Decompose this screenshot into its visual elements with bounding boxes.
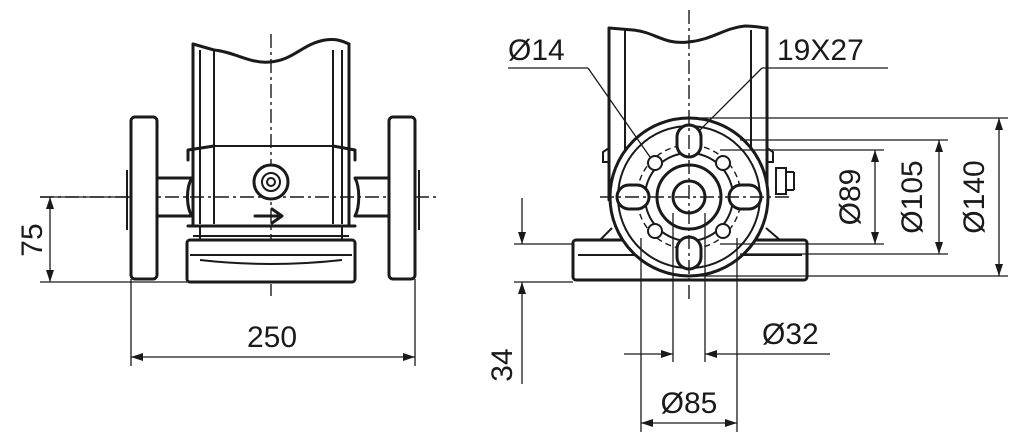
side-column [602,24,795,202]
dim-dia-89: Ø89 [720,149,884,245]
label-dia-85: Ø85 [661,387,718,420]
gearbox-body [186,144,357,240]
leader-dia-14: Ø14 [508,34,651,158]
side-bolt [775,167,787,195]
label-250: 250 [247,321,297,354]
front-view: 75 250 [16,34,440,366]
label-75: 75 [16,223,49,256]
dim-dia-140: Ø140 [700,117,1008,277]
side-column-break-line [607,24,769,44]
label-dia-32: Ø32 [762,318,819,351]
dim-75: 75 [16,196,187,283]
label-dia-105: Ø105 [896,160,929,233]
left-flange [129,115,159,281]
label-dia-14: Ø14 [508,34,565,67]
input-shaft-symbol [252,163,290,201]
right-shaft [353,176,393,218]
dim-dia-105: Ø105 [740,139,948,255]
left-shaft [155,176,194,218]
column-break-line [191,38,351,64]
leader-slot-19x27: 19X27 [699,34,888,131]
side-view: Ø14 19X27 Ø89 Ø105 [486,10,1008,432]
upper-column [191,38,351,226]
base-plate [185,238,357,284]
dim-dia-85: Ø85 [640,238,738,432]
bolt-holes [647,155,731,239]
label-dia-140: Ø140 [958,160,991,233]
label-slot-19x27: 19X27 [777,34,864,67]
dim-34: 34 [486,198,573,384]
dim-dia-32: Ø32 [624,213,830,362]
dim-250: 250 [130,279,416,366]
rotation-arrow-icon [253,207,284,225]
label-dia-89: Ø89 [834,169,867,226]
label-34: 34 [486,348,519,381]
right-flange [387,115,417,281]
